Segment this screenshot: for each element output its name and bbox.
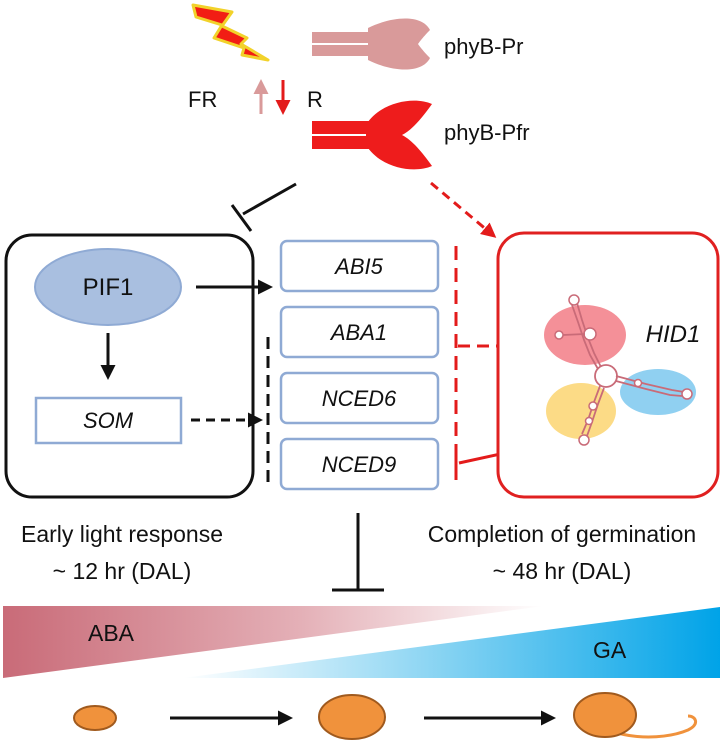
early-phase-time: ~ 12 hr (DAL) bbox=[53, 558, 192, 584]
seed-icon-stage3 bbox=[573, 692, 697, 739]
fr-label: FR bbox=[188, 87, 217, 112]
som-box bbox=[34, 396, 183, 445]
ga-label: GA bbox=[593, 637, 627, 663]
gene-label: NCED6 bbox=[322, 386, 397, 411]
phyb-pr-icon bbox=[312, 18, 430, 70]
genes-to-hormone-inhibition bbox=[332, 513, 384, 592]
gene-box-aba1: ABA1 bbox=[279, 305, 440, 359]
seed-icon-stage1 bbox=[73, 705, 117, 731]
early-phase-title: Early light response bbox=[21, 521, 223, 547]
ga-gradient bbox=[183, 607, 720, 678]
gene-label: ABA1 bbox=[329, 320, 387, 345]
aba-label: ABA bbox=[88, 620, 135, 646]
phyb-pr-label: phyB-Pr bbox=[444, 34, 523, 59]
hid1-label: HID1 bbox=[646, 321, 701, 348]
gene-box-abi5: ABI5 bbox=[279, 239, 440, 293]
lightning-icon bbox=[191, 3, 270, 62]
rna-structure-icon bbox=[544, 294, 696, 446]
pif1-node bbox=[34, 248, 182, 326]
phyb-pfr-label: phyB-Pfr bbox=[444, 120, 530, 145]
seed-icon-stage2 bbox=[318, 694, 386, 740]
r-label: R bbox=[307, 87, 323, 112]
pfr-inhibition-line bbox=[230, 182, 297, 232]
phyb-pfr-icon bbox=[312, 100, 432, 170]
som-label: SOM bbox=[83, 408, 134, 433]
gene-label: NCED9 bbox=[322, 452, 397, 477]
late-phase-time: ~ 48 hr (DAL) bbox=[493, 558, 632, 584]
gene-box-nced9: NCED9 bbox=[279, 437, 440, 491]
aba-gradient bbox=[3, 606, 544, 678]
late-phase-title: Completion of germination bbox=[428, 521, 696, 547]
gene-label: ABI5 bbox=[333, 254, 383, 279]
pfr-to-hid1-dashed-arrow bbox=[430, 181, 497, 238]
gene-box-nced6: NCED6 bbox=[279, 371, 440, 425]
pif1-label: PIF1 bbox=[83, 274, 134, 301]
